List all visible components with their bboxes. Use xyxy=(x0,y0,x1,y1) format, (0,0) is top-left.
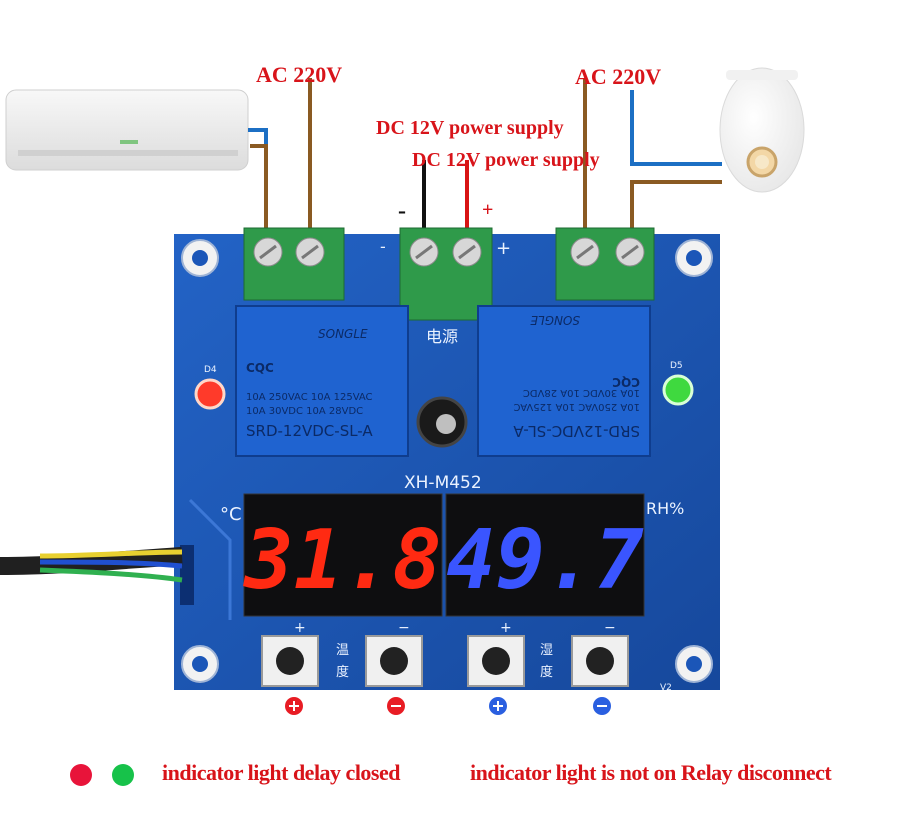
hum-minus-button[interactable] xyxy=(571,635,629,687)
svg-text:10A 250VAC 10A 125VAC: 10A 250VAC 10A 125VAC xyxy=(513,401,640,412)
btn-sign-3: + xyxy=(500,620,512,636)
capacitor xyxy=(416,396,468,448)
terminal-left xyxy=(243,227,345,301)
plus-label: + xyxy=(482,199,493,221)
ac-label-left: AC 220V xyxy=(256,62,342,87)
terminal-power xyxy=(399,227,493,321)
humidifier xyxy=(719,67,805,193)
plus-marker-blue xyxy=(489,697,507,715)
temperature-display: 31.8 xyxy=(242,493,443,617)
air-conditioner xyxy=(5,89,249,171)
led-left-label: D4 xyxy=(204,365,217,375)
relay-right: SONGLE CQC 10A 250VAC 10A 125VAC 10A 30V… xyxy=(477,305,651,457)
celsius-unit: °C xyxy=(220,504,242,525)
humidity-display: 49.7 xyxy=(445,493,645,617)
led-left xyxy=(194,378,226,410)
minus-label: - xyxy=(398,198,406,224)
relay-left: SONGLE CQC 10A 250VAC 10A 125VAC 10A 30V… xyxy=(235,305,409,457)
green-indicator-icon xyxy=(112,764,134,786)
led-right-label: D5 xyxy=(670,361,683,371)
svg-text:49.7: 49.7 xyxy=(446,513,644,608)
legend-text-left: indicator light delay closed xyxy=(162,760,401,785)
temp-label: 温 xyxy=(336,643,349,658)
model-label: XH-M452 xyxy=(404,473,482,493)
terminal-plus: + xyxy=(496,238,511,259)
svg-text:SRD-12VDC-SL-A: SRD-12VDC-SL-A xyxy=(513,422,640,440)
version-label: V2 xyxy=(660,683,672,693)
terminal-right xyxy=(555,227,655,301)
temp-label-2: 度 xyxy=(336,664,349,680)
red-indicator-icon xyxy=(70,764,92,786)
led-right xyxy=(662,374,694,406)
btn-sign-2: − xyxy=(398,620,410,636)
legend-text-right: indicator light is not on Relay disconne… xyxy=(470,760,832,785)
terminal-minus: - xyxy=(380,237,386,256)
svg-text:10A 250VAC 10A 125VAC: 10A 250VAC 10A 125VAC xyxy=(246,392,373,403)
wiring xyxy=(248,78,722,232)
dc-supply-label-2: DC 12V power supply xyxy=(412,149,600,171)
svg-text:10A 30VDC 10A 28VDC: 10A 30VDC 10A 28VDC xyxy=(246,406,363,417)
btn-sign-4: − xyxy=(604,620,616,636)
hum-label: 湿 xyxy=(540,643,553,658)
legend: indicator light delay closed indicator l… xyxy=(62,752,832,798)
ac-label-right: AC 220V xyxy=(575,64,661,89)
btn-sign-1: + xyxy=(294,620,306,636)
minus-marker-blue xyxy=(593,697,611,715)
svg-text:SONGLE: SONGLE xyxy=(530,313,580,327)
temp-minus-button[interactable] xyxy=(365,635,423,687)
hum-plus-button[interactable] xyxy=(467,635,525,687)
minus-marker-red xyxy=(387,697,405,715)
temp-plus-button[interactable] xyxy=(261,635,319,687)
svg-text:CQC: CQC xyxy=(612,375,640,389)
plus-marker-red xyxy=(285,697,303,715)
svg-text:10A 30VDC 10A 28VDC: 10A 30VDC 10A 28VDC xyxy=(523,387,640,398)
svg-text:SONGLE: SONGLE xyxy=(318,327,368,341)
svg-text:31.8: 31.8 xyxy=(242,513,441,608)
hum-label-2: 度 xyxy=(540,664,553,680)
svg-text:CQC: CQC xyxy=(246,361,274,375)
power-label: 电源 xyxy=(426,327,458,346)
sensor-cable xyxy=(0,547,183,583)
humidity-unit: RH% xyxy=(646,499,684,518)
dc-supply-label: DC 12V power supply xyxy=(376,117,564,139)
svg-text:SRD-12VDC-SL-A: SRD-12VDC-SL-A xyxy=(246,422,373,440)
